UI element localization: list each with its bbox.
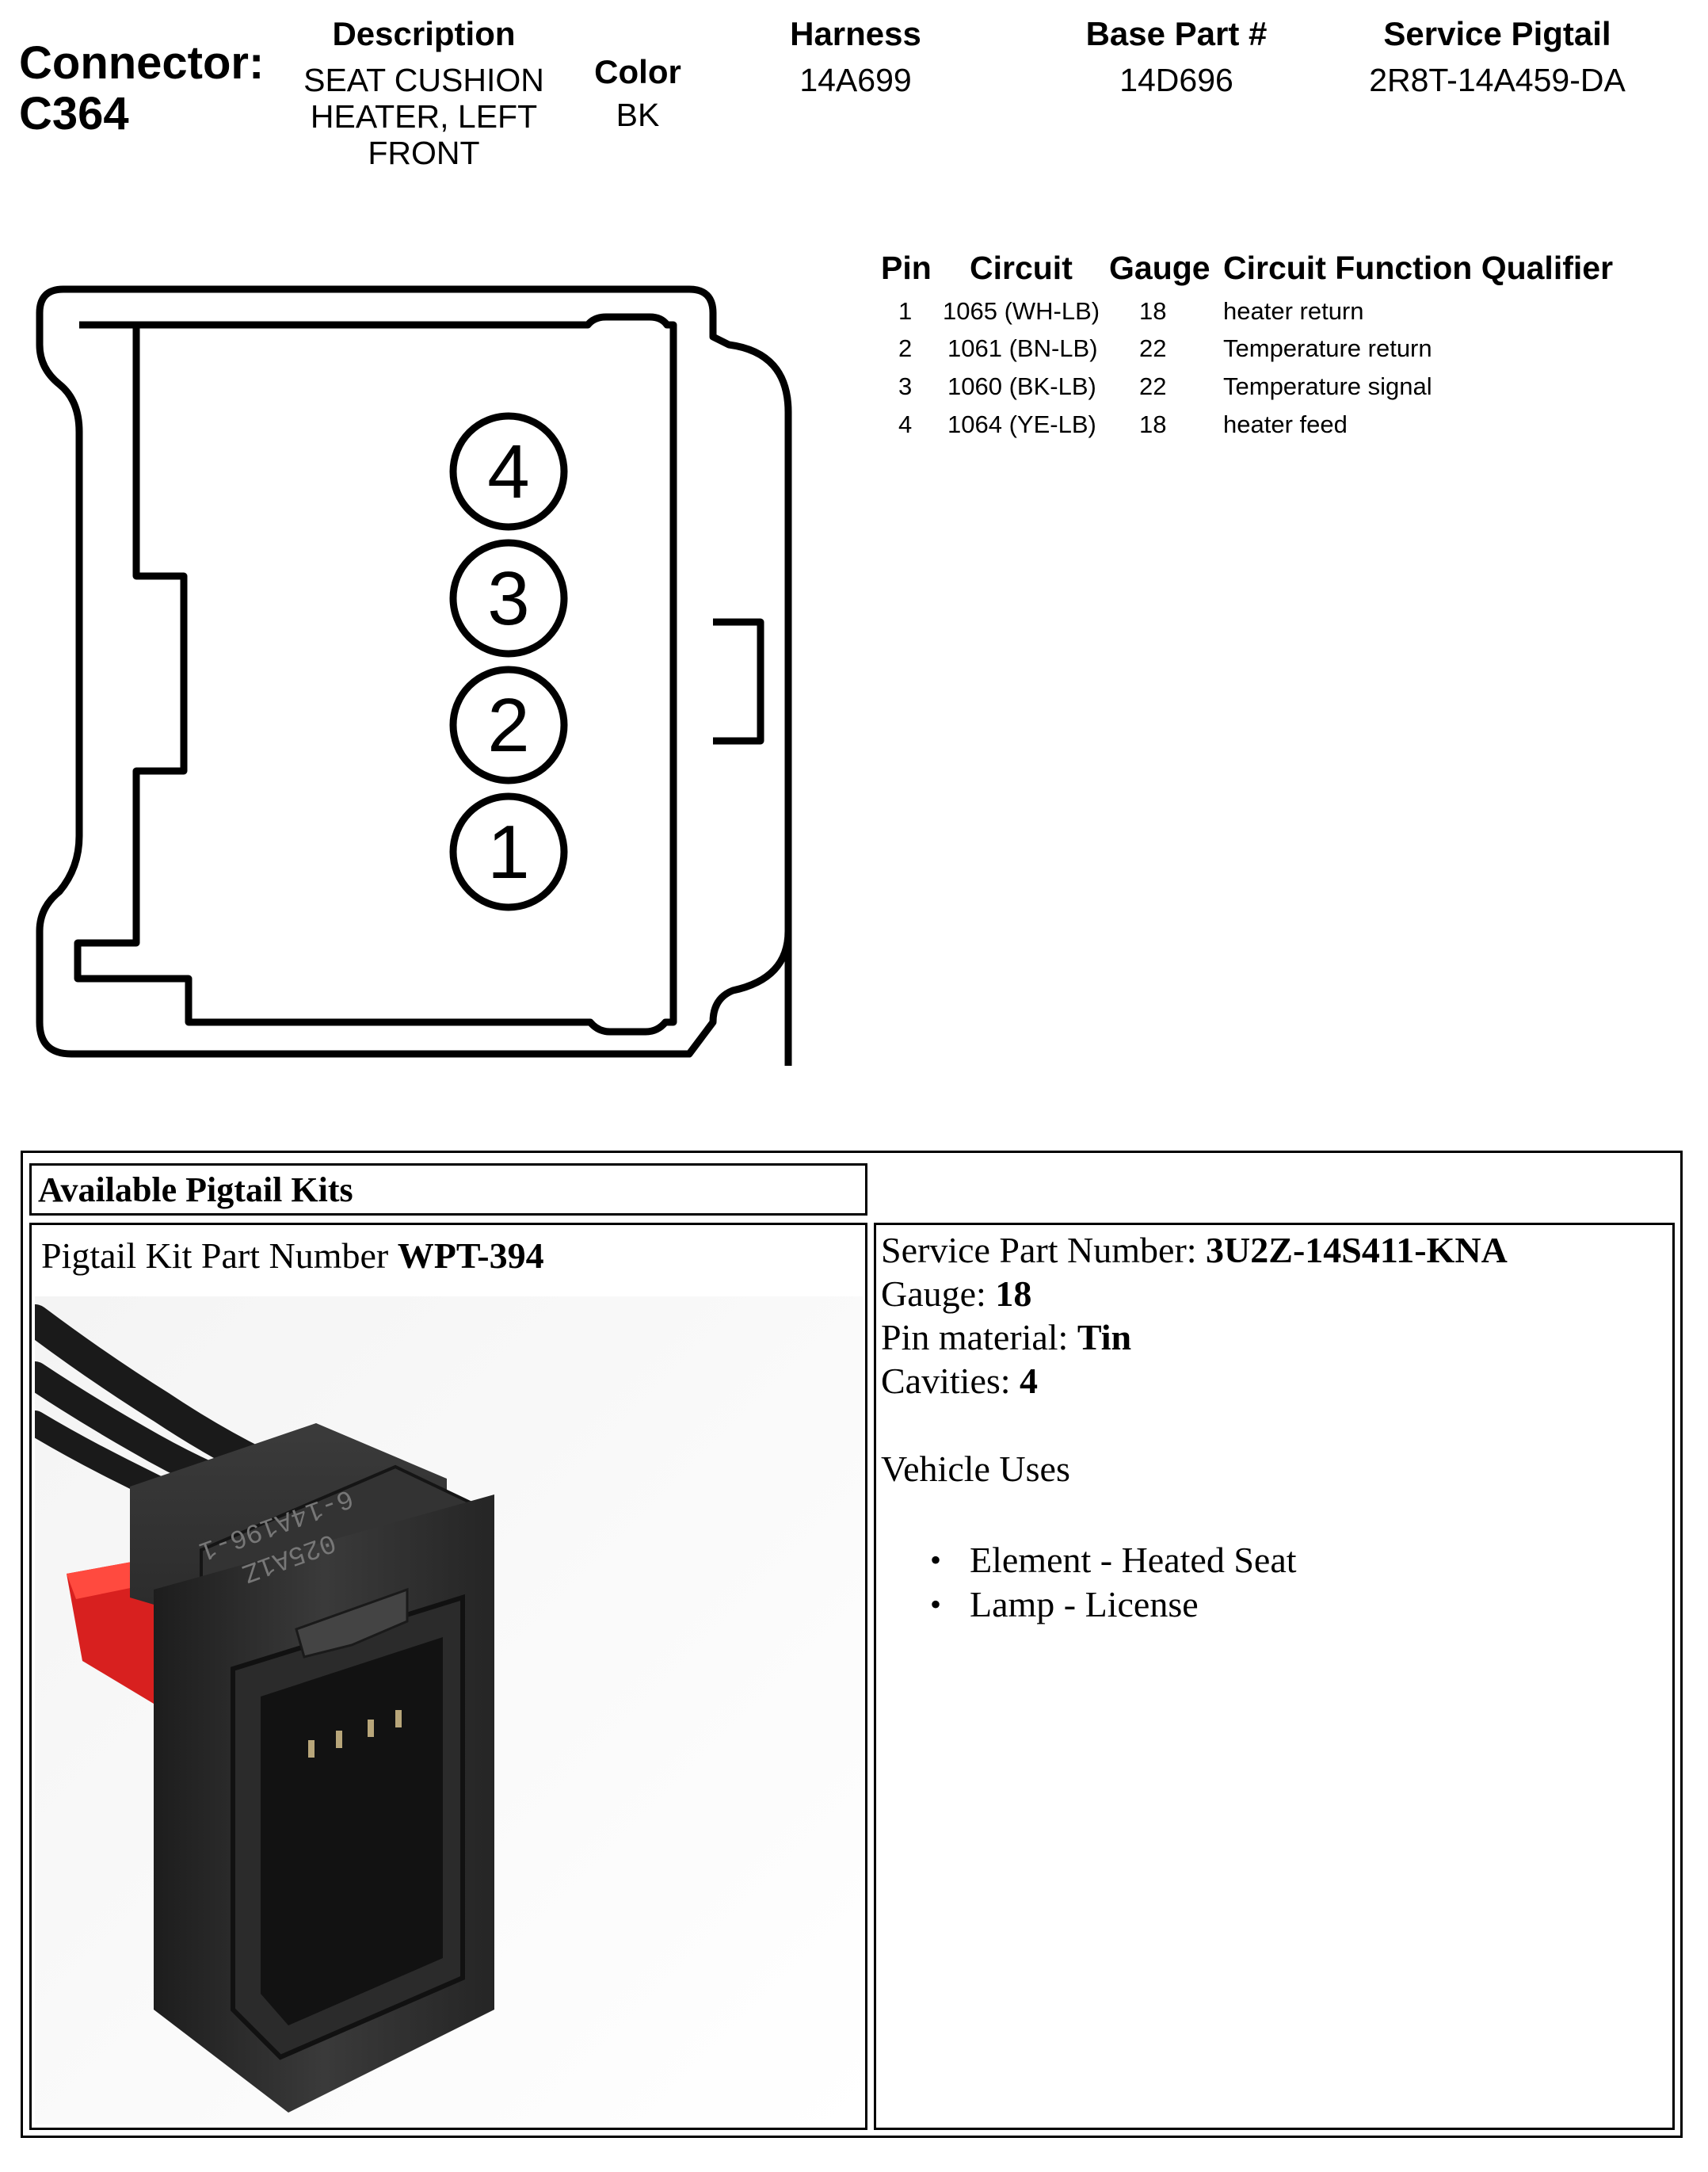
description-line: FRONT [368, 135, 480, 171]
pin-material-value: Tin [1077, 1317, 1132, 1357]
function-cell: Temperature signal [1223, 372, 1432, 400]
pin-cavity-4 [449, 412, 568, 531]
circuit-cell: 1060 (BK-LB) [947, 372, 1096, 400]
gauge-cell: 18 [1139, 297, 1167, 325]
pin-cell: 4 [898, 410, 913, 438]
pin-cavity-3 [449, 539, 568, 658]
connector-id: C364 [19, 88, 129, 139]
kit-part-label: Pigtail Kit Part Number [41, 1235, 398, 1276]
base-part-value: 14D696 [1119, 62, 1233, 98]
pin-cavities [449, 412, 568, 911]
kit-part-value: WPT-394 [397, 1235, 544, 1276]
photo-latch-ridge [295, 1587, 409, 1659]
pin-cell: 2 [898, 334, 913, 362]
gauge-header: Gauge [1109, 250, 1210, 286]
color-heading: Color [594, 53, 681, 90]
pin-material-detail: Pin material: Tin [881, 1315, 1672, 1359]
pin-material-label: Pin material: [881, 1317, 1077, 1357]
pin-number-2: 2 [487, 683, 529, 768]
housing-outer-outline [36, 285, 792, 1066]
description-value: SEAT CUSHION HEATER, LEFT FRONT [293, 62, 555, 171]
harness-heading: Harness [790, 15, 921, 52]
circuit-header: Circuit [970, 250, 1073, 286]
harness-value: 14A699 [799, 62, 912, 98]
cavities-value: 4 [1020, 1361, 1039, 1401]
vehicle-use-item: Element - Heated Seat [930, 1538, 1672, 1582]
color-column: Color BK [578, 52, 697, 133]
gauge-cell: 22 [1139, 372, 1167, 400]
photo-pins [308, 1710, 402, 1758]
service-pigtail-value: 2R8T-14A459-DA [1369, 62, 1626, 98]
gauge-cell: 18 [1139, 410, 1167, 438]
connector-title: Connector: C364 [19, 38, 264, 139]
description-line: HEATER, LEFT [310, 98, 538, 135]
connector-face-diagram: 4 3 2 1 [36, 285, 792, 1066]
color-value: BK [616, 97, 660, 133]
housing-inner-outline [74, 313, 677, 1036]
pigtail-kit-image-cell: Pigtail Kit Part Number WPT-394 [29, 1223, 867, 2130]
circuit-cell: 1061 (BN-LB) [947, 334, 1098, 362]
gauge-value: 18 [995, 1273, 1032, 1314]
photo-connector-cavity [261, 1637, 443, 2025]
pin-cavity-2 [449, 666, 568, 784]
vehicle-uses-list: Element - Heated Seat Lamp - License [881, 1538, 1672, 1627]
circuit-cell: 1065 (WH-LB) [943, 297, 1100, 325]
pigtail-kit-panel [21, 1151, 1683, 2138]
gauge-label: Gauge: [881, 1273, 996, 1314]
service-part-number: Service Part Number: 3U2Z-14S411-KNA [881, 1228, 1672, 1272]
vehicle-uses-heading: Vehicle Uses [881, 1449, 1070, 1489]
base-part-heading: Base Part # [1085, 15, 1268, 52]
description-column: Description SEAT CUSHION HEATER, LEFT FR… [293, 14, 555, 171]
description-heading: Description [332, 15, 516, 52]
gauge-detail: Gauge: 18 [881, 1272, 1672, 1315]
pin-cell: 3 [898, 372, 913, 400]
pin-cavity-1 [449, 792, 568, 911]
function-header: Circuit Function Qualifier [1223, 250, 1614, 286]
service-part-value: 3U2Z-14S411-KNA [1206, 1230, 1508, 1270]
service-part-label: Service Part Number: [881, 1230, 1207, 1270]
pigtail-kit-details-cell: Service Part Number: 3U2Z-14S411-KNA Gau… [874, 1223, 1675, 2130]
connector-label: Connector: [19, 37, 265, 89]
pin-number-4: 4 [487, 429, 529, 514]
service-pigtail-heading: Service Pigtail [1383, 15, 1611, 52]
latch-tab [713, 618, 764, 745]
function-cell: heater return [1223, 297, 1364, 325]
function-cell: heater feed [1223, 410, 1348, 438]
harness-column: Harness 14A699 [737, 14, 974, 98]
base-part-column: Base Part # 14D696 [1054, 14, 1299, 98]
service-pigtail-column: Service Pigtail 2R8T-14A459-DA [1339, 14, 1656, 98]
kit-part-number: Pigtail Kit Part Number WPT-394 [41, 1235, 544, 1277]
pigtail-kits-heading: Available Pigtail Kits [29, 1163, 867, 1216]
function-cell: Temperature return [1223, 334, 1432, 362]
pin-number-1: 1 [487, 810, 529, 895]
cavities-label: Cavities: [881, 1361, 1020, 1401]
pigtail-connector-photo: 025A1Z 6-14A196-1 [35, 1296, 863, 2124]
pin-header: Pin [881, 250, 932, 286]
pin-cell: 1 [898, 297, 913, 325]
description-line: SEAT CUSHION [303, 62, 544, 98]
gauge-cell: 22 [1139, 334, 1167, 362]
pin-number-3: 3 [487, 556, 529, 641]
vehicle-use-item: Lamp - License [930, 1582, 1672, 1627]
cavities-detail: Cavities: 4 [881, 1359, 1672, 1403]
circuit-cell: 1064 (YE-LB) [947, 410, 1096, 438]
